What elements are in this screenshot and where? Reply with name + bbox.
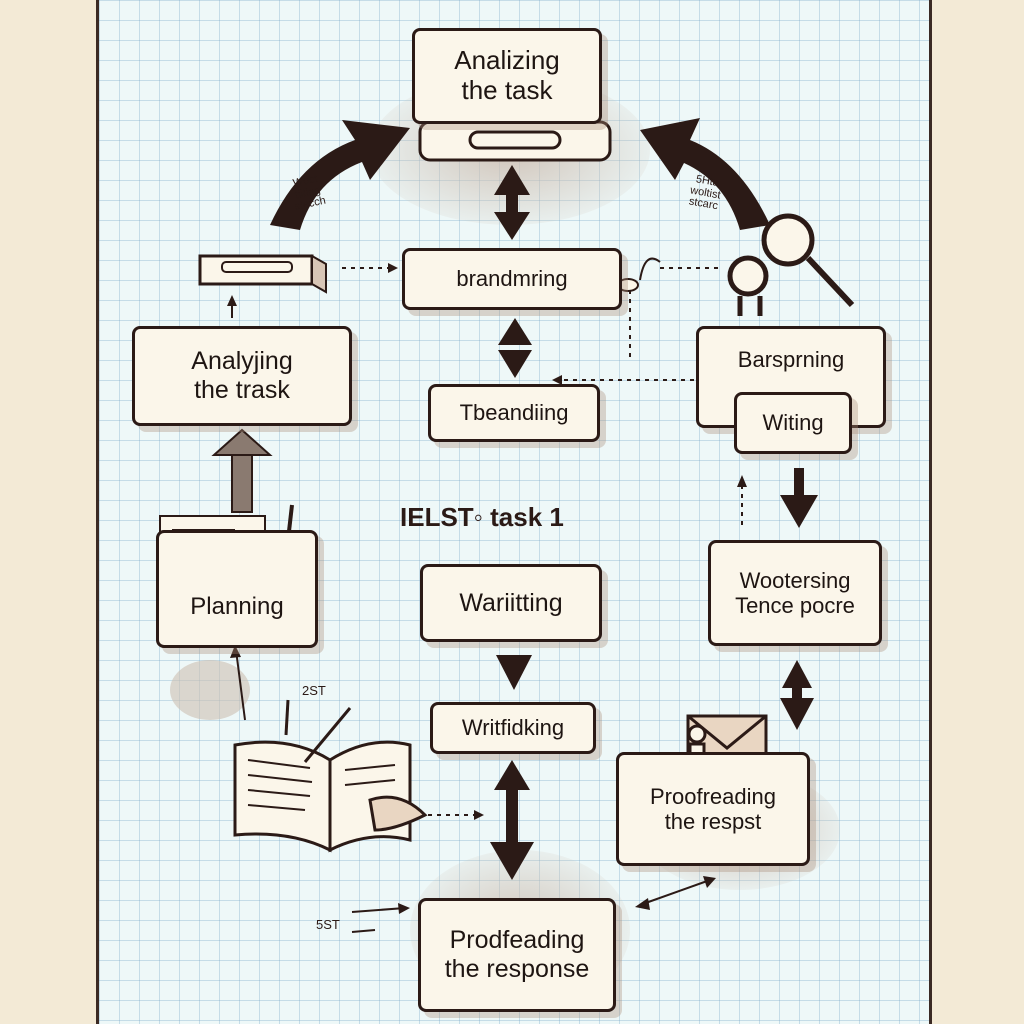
- node-label: Wariitting: [459, 588, 563, 617]
- node-line: Analyjing: [191, 347, 293, 376]
- book-icon: [233, 740, 428, 853]
- left-arrow-label: Woct tiiting stecch: [289, 173, 327, 213]
- node-label: Writfidking: [461, 715, 565, 741]
- curved-arrow-right: [640, 118, 770, 230]
- node-line: the respst: [664, 809, 762, 834]
- node-label: Tbeandiing: [459, 400, 569, 426]
- node-line: Prodfeading: [449, 926, 585, 955]
- curved-arrow-left: [270, 120, 410, 230]
- pencil-icon: [284, 699, 352, 763]
- node-writfidking: Writfidking: [430, 702, 596, 754]
- arrowhead: [388, 263, 398, 273]
- arrow-5st: [351, 907, 406, 933]
- double-arrow-bottom: [490, 760, 534, 880]
- magnifier-icon: [727, 213, 855, 316]
- node-label: Planning: [190, 593, 284, 621]
- node-analyzing-left: Analyjing the trask: [132, 326, 352, 426]
- node-line: Proofreading: [650, 783, 776, 809]
- shadow-blob: [170, 660, 250, 720]
- arrow-down-middle: [496, 655, 532, 690]
- arrowhead: [474, 810, 484, 820]
- node-label: Witing: [762, 410, 824, 436]
- arrowhead: [552, 375, 562, 385]
- arrow-down-right: [780, 468, 818, 528]
- dotted-connectors: [342, 267, 743, 816]
- node-wootersing: Wootersing Tence pocre: [708, 540, 882, 646]
- label-5st: 5ST: [316, 917, 340, 932]
- node-line: Analizing: [454, 45, 560, 76]
- node-line: Tence pocre: [735, 593, 855, 618]
- arrow-bottom-right: [635, 876, 716, 910]
- node-line: the response: [444, 955, 590, 983]
- label-2st: 2ST: [302, 683, 326, 698]
- node-witing: Witing: [734, 392, 852, 454]
- pin-icon: [617, 257, 661, 292]
- node-tbeandiing: Tbeandiing: [428, 384, 600, 442]
- laptop-icon: [418, 120, 612, 162]
- node-brandmring: brandmring: [402, 248, 622, 310]
- node-planning: Planning: [156, 530, 318, 648]
- node-line: Wootersing: [739, 567, 851, 593]
- document-icon: [198, 254, 327, 294]
- diagram-title: IELST◦ task 1: [400, 502, 564, 532]
- arrow-book-to-planning: [230, 645, 246, 721]
- node-proofreading-right: Proofreading the respst: [616, 752, 810, 866]
- node-label: Barsprning: [737, 347, 845, 372]
- right-arrow-label: 5Hta woltist stcarc: [687, 173, 723, 213]
- arrowhead: [398, 903, 410, 914]
- node-warriting: Wariitting: [420, 564, 602, 642]
- arrowhead: [737, 475, 747, 487]
- double-arrow-right: [780, 660, 814, 730]
- node-analizing-top: Analizing the task: [412, 28, 602, 124]
- double-arrow-top: [494, 165, 530, 240]
- arrow-up-left: [211, 295, 273, 513]
- node-line: the task: [461, 75, 553, 105]
- node-label: brandmring: [456, 266, 568, 292]
- node-prodfeading: Prodfeading the response: [418, 898, 616, 1012]
- node-line: the trask: [194, 376, 290, 404]
- double-arrow-middle: [498, 318, 532, 378]
